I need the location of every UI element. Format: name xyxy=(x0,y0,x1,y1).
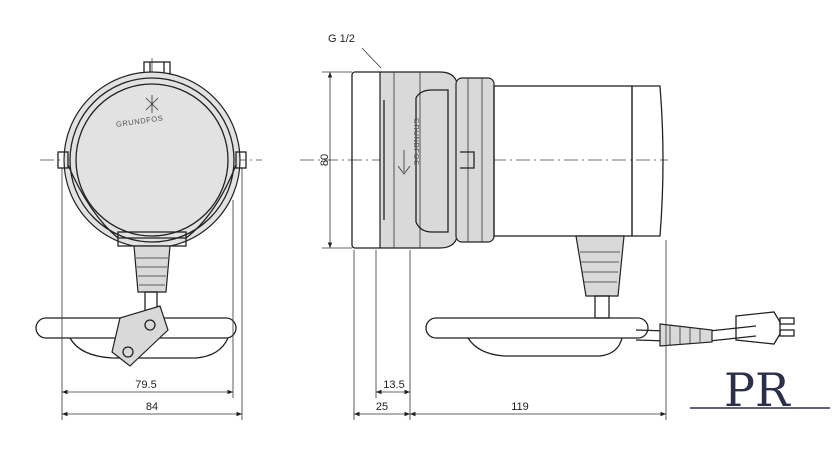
dim-offset-small: 13.5 xyxy=(383,379,404,391)
dim-height: 80 xyxy=(319,154,331,166)
dim-width-outer: 84 xyxy=(146,401,158,413)
watermark-logo: PR xyxy=(690,363,830,417)
dim-offset-port: 25 xyxy=(376,401,388,413)
brand-label-side: GRUNDFOS xyxy=(412,118,421,166)
dim-length-motor: 119 xyxy=(511,401,529,413)
front-view xyxy=(35,58,262,420)
svg-text:PR: PR xyxy=(724,363,791,417)
dim-width-inner: 79.5 xyxy=(135,379,156,391)
side-view xyxy=(300,47,795,420)
thread-label: G 1/2 xyxy=(328,33,355,45)
